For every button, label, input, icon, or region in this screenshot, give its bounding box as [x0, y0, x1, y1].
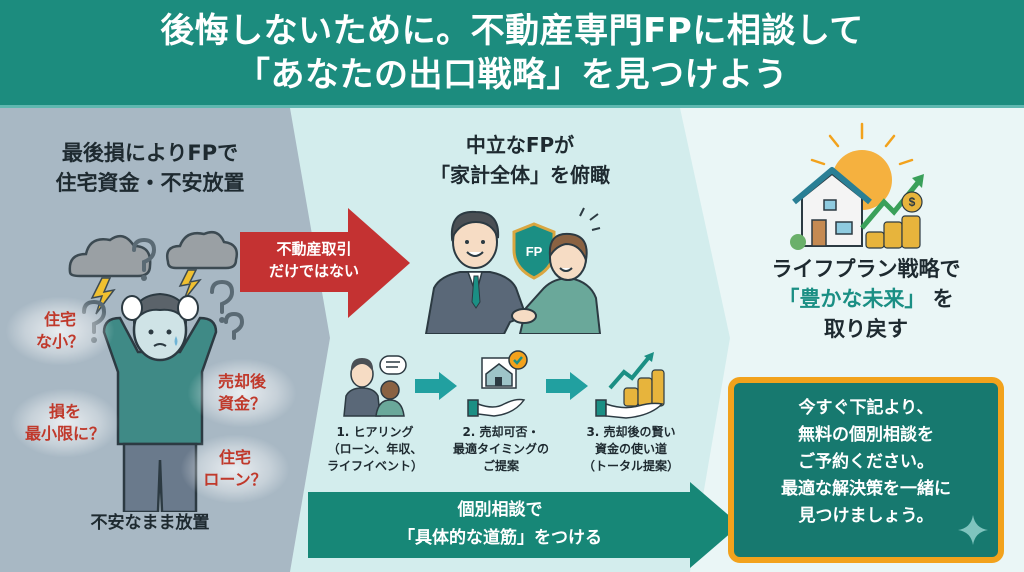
worry-bubble: 損を最小限に？ — [10, 388, 120, 458]
right-title-line3: 取り戻す — [824, 317, 908, 341]
mid-title-line1: 中立なFPが — [465, 133, 575, 157]
consultation-arrow-text: 個別相談で 「具体的な道筋」をつける — [308, 496, 692, 552]
step-text: 1. ヒアリング — [336, 425, 414, 439]
right-title-line2: 「豊かな未来」 を — [716, 284, 1016, 314]
worry-text: な小？ — [35, 332, 84, 351]
house-icon — [790, 167, 872, 250]
red-arrow: 不動産取引 だけではない — [240, 208, 410, 318]
handshake-illustration: FP — [424, 207, 602, 334]
fp-badge-text: FP — [526, 244, 543, 259]
step-text: 3. 売却後の賢い — [586, 425, 676, 439]
step-text: （ローン、年収、 — [327, 442, 423, 456]
coins-icon — [865, 191, 923, 249]
coins-growth-icon — [595, 352, 665, 419]
cta-line: 最適な解決策を一緒に — [781, 479, 951, 499]
left-title-line1: 最後損によりFPで — [61, 141, 239, 165]
worry-text: 損を — [48, 402, 81, 421]
right-panel-title: ライフプラン戦略で 「豊かな未来」 を 取り戻す — [716, 254, 1016, 344]
cta-line: 無料の個別相談を — [798, 425, 934, 445]
step-3-label: 3. 売却後の賢い 資金の使い道 （トータル提案） — [566, 424, 696, 475]
dollar-sign: $ — [909, 195, 916, 209]
storm-cloud-icon — [166, 231, 238, 301]
cta-line: 今すぐ下記より、 — [798, 398, 934, 418]
consultation-arrow: 個別相談で 「具体的な道筋」をつける — [308, 482, 748, 570]
left-panel-title: 最後損によりFPで 住宅資金・不安放置 — [20, 138, 280, 198]
step-text: 2. 売却可否・ — [462, 425, 540, 439]
highlight-text: 「豊かな未来」 — [778, 287, 926, 311]
step-1-label: 1. ヒアリング （ローン、年収、 ライフイベント） — [310, 424, 440, 475]
worry-text: 売却後 — [217, 372, 266, 391]
house-sale-icon — [467, 350, 528, 417]
handshake-icon — [511, 308, 537, 324]
fp-shield-icon: FP — [512, 222, 556, 280]
consultation-arrow-line2: 「具体的な道筋」をつける — [398, 528, 602, 548]
red-arrow-line1: 不動産取引 — [276, 240, 352, 258]
step-arrow-icon — [415, 372, 459, 400]
left-title-line2: 住宅資金・不安放置 — [55, 171, 245, 195]
worry-text: 資金？ — [217, 394, 266, 413]
worry-text: 最小限に？ — [24, 424, 105, 443]
step-arrow-icon — [546, 372, 590, 400]
worry-text: ローン？ — [203, 470, 267, 489]
step-2-label: 2. 売却可否・ 最適タイミングの ご提案 — [436, 424, 566, 475]
worry-text: 住宅 — [218, 448, 251, 467]
sparkle-icon — [958, 515, 988, 545]
middle-panel-title: 中立なFPが 「家計全体」を俯瞰 — [390, 130, 650, 190]
left-bottom-caption: 不安なまま放置 — [90, 513, 210, 533]
mid-title-line2: 「家計全体」を俯瞰 — [430, 163, 610, 187]
header-banner: 後悔しないために。不動産専門FPに相談して 「あなたの出口戦略」を見つけよう — [0, 0, 1024, 108]
cta-line: 見つけましょう。 — [798, 506, 934, 526]
cta-consultation-box[interactable]: 今すぐ下記より、 無料の個別相談を ご予約ください。 最適な解決策を一緒に 見つ… — [728, 377, 1004, 563]
header-title-line1: 後悔しないために。不動産専門FPに相談して — [160, 10, 864, 51]
step-text: （トータル提案） — [582, 459, 679, 473]
step-text: ライフイベント） — [326, 459, 423, 473]
worry-bubble: 住宅な小？ — [5, 296, 115, 366]
right-title-line1: ライフプラン戦略で — [771, 257, 961, 281]
worry-text: 住宅 — [43, 310, 76, 329]
red-arrow-text: 不動産取引 だけではない — [244, 238, 384, 282]
client-sweater — [518, 276, 602, 334]
house-sun-growth-illustration: $ — [790, 122, 924, 250]
consultation-arrow-line1: 個別相談で — [457, 500, 543, 520]
red-arrow-line2: だけではない — [268, 262, 359, 280]
step-text: ご提案 — [482, 459, 519, 473]
worried-person-illustration — [68, 231, 245, 512]
hearing-icon — [343, 355, 407, 417]
cta-line: ご予約ください。 — [798, 452, 934, 472]
header-title-line2: 「あなたの出口戦略」を見つけよう — [236, 54, 788, 95]
step-text: 最適タイミングの — [452, 442, 549, 456]
worry-bubble: 住宅ローン？ — [180, 434, 290, 504]
worry-bubble: 売却後資金？ — [187, 358, 297, 428]
right-title-suffix: を — [932, 287, 954, 311]
step-text: 資金の使い道 — [594, 442, 667, 456]
